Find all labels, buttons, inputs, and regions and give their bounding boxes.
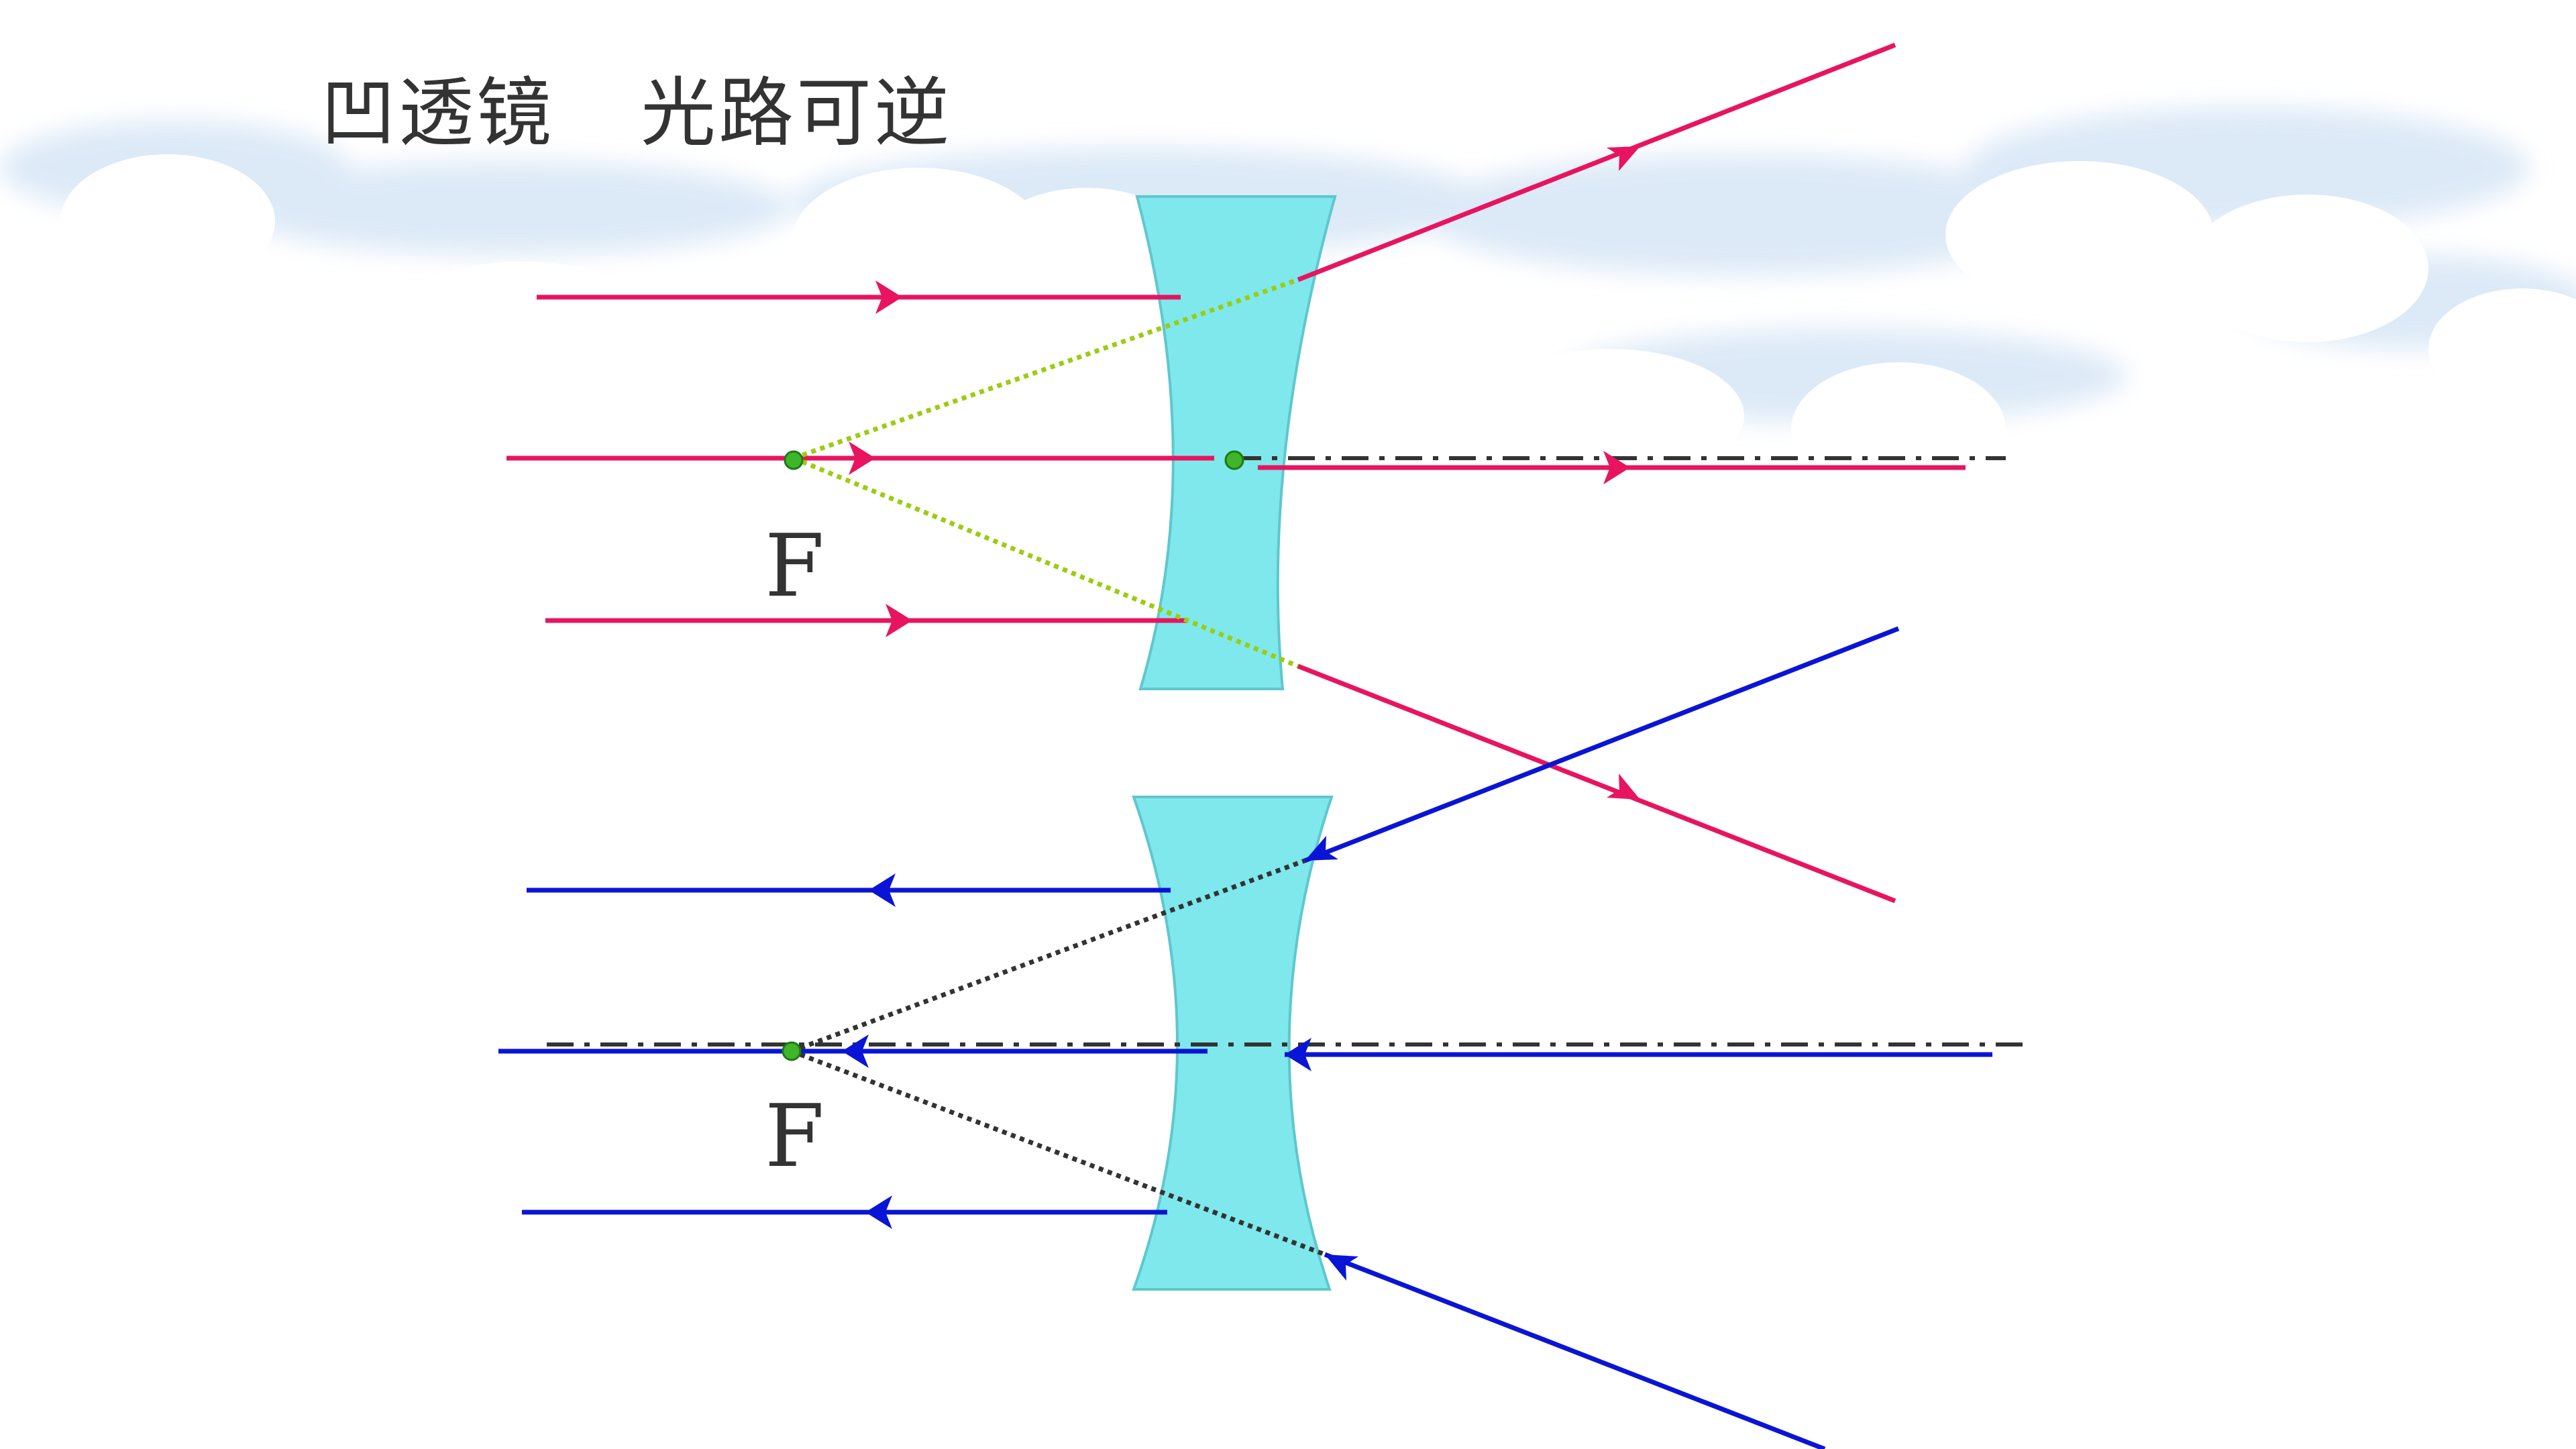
red-arrowheads bbox=[849, 146, 1640, 800]
blue-arrowheads bbox=[842, 836, 1358, 1281]
virtual-extension-bottom-1 bbox=[790, 858, 1306, 1054]
red-refracted-ray-3 bbox=[1297, 663, 1896, 904]
focus-point-bottom bbox=[782, 1041, 802, 1061]
focus-label-top: F bbox=[765, 517, 824, 616]
top-lens-group bbox=[506, 42, 2006, 904]
concave-lens-top bbox=[1135, 195, 1337, 690]
virtual-extension-bottom-2 bbox=[790, 1049, 1326, 1257]
bottom-lens-group bbox=[498, 626, 2033, 1449]
red-refracted-ray-1 bbox=[1297, 42, 1896, 282]
virtual-extension-top-1 bbox=[792, 277, 1299, 461]
title-reversible-light-path: 光路可逆 bbox=[641, 70, 952, 157]
blue-incoming-ray-1 bbox=[1303, 626, 1900, 863]
focus-label-bottom: F bbox=[765, 1087, 824, 1187]
cloud-background bbox=[0, 107, 2576, 496]
optical-center-top bbox=[1224, 450, 1244, 470]
title-concave-lens: 凹透镜 bbox=[321, 70, 554, 157]
focus-point-top bbox=[784, 450, 804, 470]
virtual-extension-top-2 bbox=[792, 455, 1299, 669]
blue-incoming-ray-3 bbox=[1324, 1252, 1826, 1449]
